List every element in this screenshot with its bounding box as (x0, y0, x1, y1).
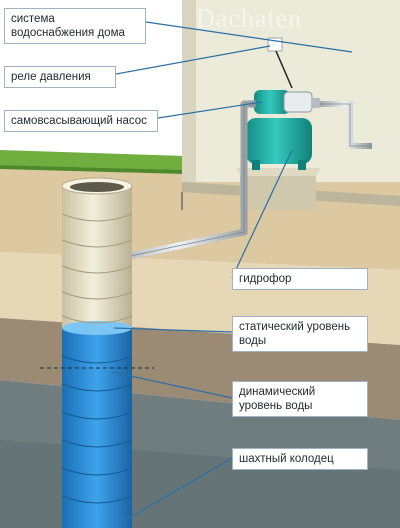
label-shaft-well: шахтный колодец (232, 448, 368, 470)
well-water-ring-line (61, 439, 133, 448)
well-opening (70, 182, 124, 192)
grass-strip-edge (0, 165, 185, 174)
leader-shaft-well (125, 457, 233, 521)
label-pump: самовсасывающий насос (4, 110, 158, 132)
well-water-ring-line (61, 355, 133, 364)
house-wall-shade (182, 0, 196, 182)
house-supply-pipe-outline (318, 103, 372, 147)
well-shaft-dry (62, 186, 132, 328)
label-static-level: статический уровень воды (232, 316, 368, 352)
leader-hydrophore (231, 149, 293, 279)
well-water-rings (61, 355, 133, 504)
watermark-text: Dachaten (196, 4, 303, 33)
relay-wire (275, 50, 293, 89)
pump-icon (254, 90, 290, 114)
well-ring-line (61, 315, 133, 324)
leader-pressure-relay (115, 45, 271, 75)
pump-stand-top (236, 168, 320, 176)
well-ring-line (61, 239, 133, 248)
well-water-ring-line (61, 467, 133, 476)
label-pressure-relay: реле давления (4, 66, 116, 88)
label-dynamic-level: динамический уровень воды (232, 381, 368, 417)
well-water-ring-line (61, 411, 133, 420)
well-ring-line (61, 265, 133, 274)
well-water-column (62, 328, 132, 528)
pressure-tank-icon (246, 118, 312, 164)
pump-stand (240, 172, 316, 210)
well-ring-line (61, 213, 133, 222)
well-rings (61, 213, 133, 324)
tank-foot-right (298, 160, 306, 170)
label-hydrophore: гидрофор (232, 268, 368, 290)
well-water-ring-line (61, 495, 133, 504)
pump-motor (283, 91, 313, 113)
grass-strip (0, 150, 185, 170)
pump-outlet (312, 98, 320, 108)
callout-lines (111, 21, 353, 521)
well-water-ring-line (61, 383, 133, 392)
static-water-surface (62, 321, 132, 335)
leader-pump (157, 101, 263, 119)
well-ring-line (61, 291, 133, 300)
leader-water-supply (145, 21, 353, 53)
tank-foot-left (252, 160, 260, 170)
leader-dynamic-level (111, 371, 233, 399)
leader-static-level (113, 327, 233, 333)
label-water-supply: система водоснабжения дома (4, 8, 146, 44)
